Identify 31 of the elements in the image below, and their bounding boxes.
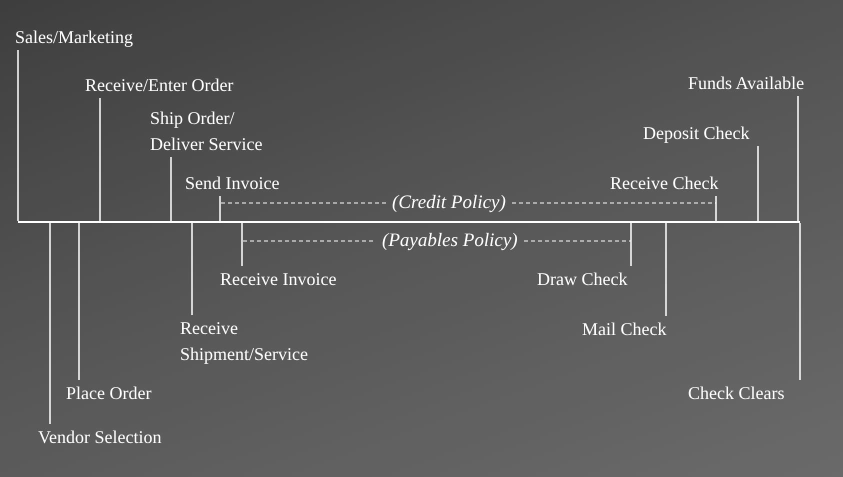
tick-line [78,223,80,380]
tick-line [241,223,243,266]
tick-line [170,157,172,221]
tick-line [665,223,667,316]
tick-line [49,223,51,424]
event-label: Mail Check [582,316,666,342]
event-label: Receive Check [610,170,718,196]
tick-line [797,96,799,221]
tick-line [715,196,717,221]
event-label: Receive Shipment/Service [180,315,330,367]
event-label: Draw Check [537,266,628,292]
interval-label: (Payables Policy) [382,229,518,253]
tick-line [757,146,759,221]
tick-line [219,196,221,221]
timeline-bar [18,221,800,223]
event-label: Receive Invoice [220,266,336,292]
event-label: Receive/Enter Order [85,72,234,98]
tick-line [630,223,632,266]
tick-line [191,223,193,315]
interval-label: (Credit Policy) [392,191,506,215]
tick-line [799,223,801,380]
event-label: Send Invoice [185,170,280,196]
tick-line [99,98,101,221]
tick-line [17,50,19,221]
event-label: Funds Available [688,70,804,96]
event-label: Deposit Check [643,120,750,146]
event-label: Check Clears [688,380,784,406]
event-label: Ship Order/ Deliver Service [150,105,285,157]
event-label: Place Order [66,380,152,406]
event-label: Vendor Selection [38,424,162,450]
event-label: Sales/Marketing [15,24,133,50]
